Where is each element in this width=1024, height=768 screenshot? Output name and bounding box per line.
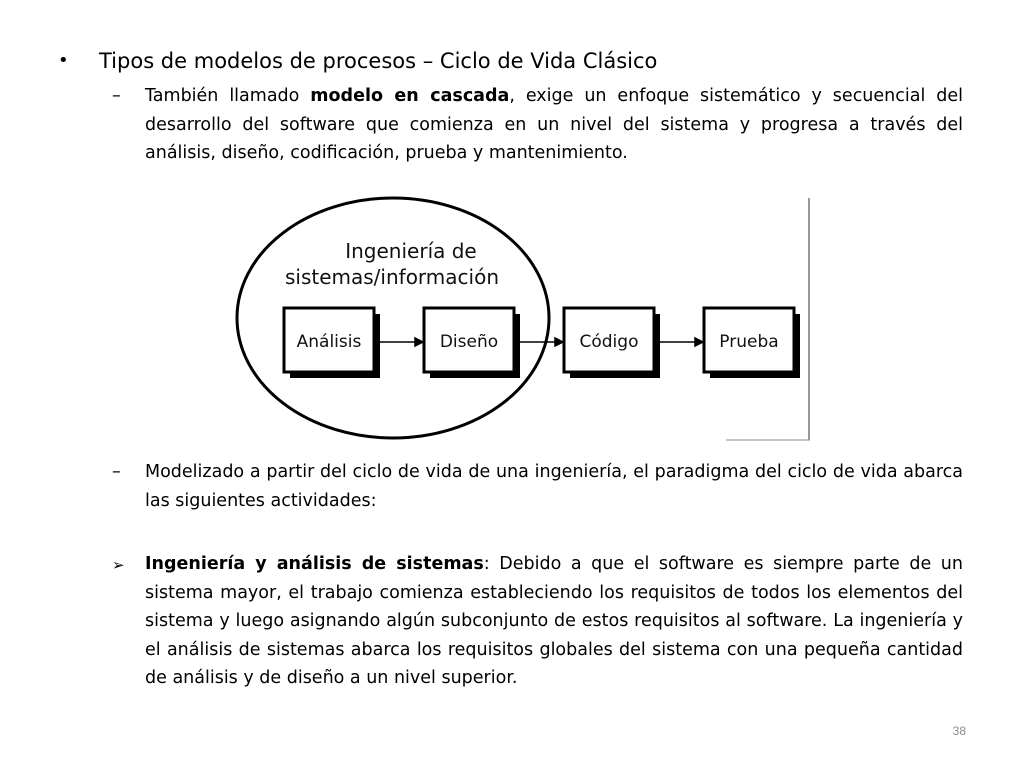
box-label: Código — [580, 332, 639, 352]
slide-title-bullet: Tipos de modelos de procesos – Ciclo de … — [99, 49, 658, 73]
box-prueba: Prueba — [702, 306, 800, 378]
sub-item-post: : Debido a que el software es siempre pa… — [145, 554, 963, 688]
arrowhead — [554, 336, 565, 348]
sub-item-cascada: – También llamado modelo en cascada, exi… — [112, 82, 963, 168]
sub-item-text: También llamado modelo en cascada, exige… — [145, 82, 963, 168]
sub-item-pre: También llamado — [145, 86, 311, 106]
systems-ellipse — [235, 196, 551, 440]
sub-item-text: Modelizado a partir del ciclo de vida de… — [145, 462, 963, 511]
box-analisis: Análisis — [282, 306, 380, 378]
box-label: Diseño — [440, 332, 498, 352]
dash-marker: – — [112, 462, 121, 482]
flow-arrows — [376, 336, 705, 348]
box-label: Análisis — [297, 332, 362, 352]
ellipse-label-line1: Ingeniería de — [345, 239, 477, 263]
arrowhead — [414, 336, 425, 348]
box-codigo: Código — [562, 306, 660, 378]
sub-item-bold: Ingeniería y análisis de sistemas — [145, 554, 484, 574]
sub-item-text: Ingeniería y análisis de sistemas: Debid… — [145, 550, 963, 693]
sub-item-post: , exige un enfoque sistemático y secuenc… — [145, 86, 963, 163]
dash-marker: – — [112, 86, 121, 106]
sub-item-ingenieria-sistemas: ➢ Ingeniería y análisis de sistemas: Deb… — [112, 550, 963, 693]
waterfall-svg: Ingeniería de sistemas/información Análi… — [235, 196, 810, 441]
ellipse-label-line2: sistemas/información — [285, 265, 499, 289]
page-number: 38 — [952, 724, 966, 738]
sub-item-ciclo-vida: – Modelizado a partir del ciclo de vida … — [112, 458, 963, 515]
sub-item-bold: modelo en cascada — [310, 86, 510, 106]
arrowhead — [694, 336, 705, 348]
arrow-bullet-icon: ➢ — [112, 556, 125, 574]
box-diseno: Diseño — [422, 306, 520, 378]
box-label: Prueba — [719, 332, 778, 352]
waterfall-diagram: Ingeniería de sistemas/información Análi… — [234, 196, 812, 444]
bullet-marker: • — [58, 50, 69, 71]
